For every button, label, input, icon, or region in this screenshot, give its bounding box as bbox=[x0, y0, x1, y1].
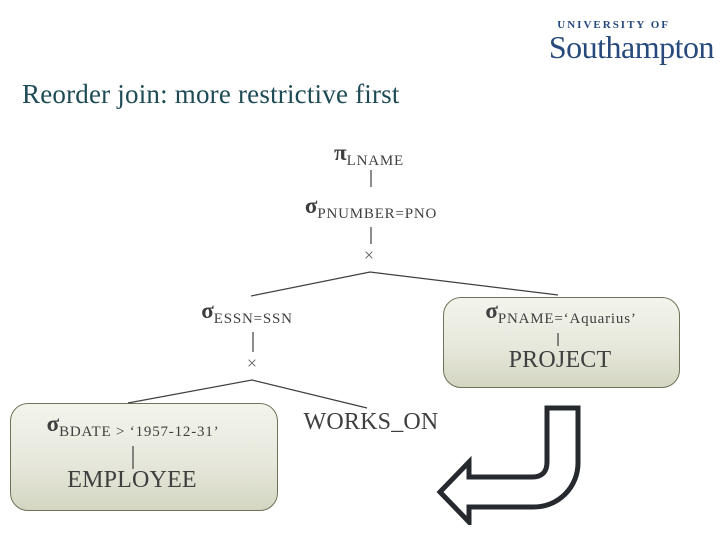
relation-employee: EMPLOYEE bbox=[67, 467, 197, 493]
sigma-operator: σ bbox=[201, 298, 214, 323]
relation-project: PROJECT bbox=[508, 347, 612, 373]
sigma-subscript: BDATE > ‘1957-12-31’ bbox=[59, 424, 220, 440]
sigma-subscript: PNUMBER=PNO bbox=[317, 206, 438, 222]
relation-works-on: WORKS_ON bbox=[303, 409, 439, 435]
bent-left-arrow-icon bbox=[436, 405, 581, 525]
highlight-box-project bbox=[443, 297, 680, 388]
logo-university-of-text: UNIVERSITY OF bbox=[557, 19, 670, 31]
node-select-essn: σESSN=SSN bbox=[201, 298, 293, 327]
pi-operator: π bbox=[334, 140, 347, 165]
node-select-pname: σPNAME=‘Aquarius’ bbox=[485, 298, 636, 327]
cross-product-symbol-bottom: × bbox=[246, 353, 258, 373]
node-select-bdate: σBDATE > ‘1957-12-31’ bbox=[46, 411, 220, 440]
node-projection-lname: πLNAME bbox=[334, 140, 404, 169]
cross-product-symbol-top: × bbox=[363, 245, 375, 265]
sigma-operator: σ bbox=[46, 411, 60, 436]
slide-title: Reorder join: more restrictive first bbox=[22, 79, 400, 109]
sigma-operator: σ bbox=[304, 193, 318, 218]
university-logo: UNIVERSITY OF Southampton bbox=[501, 20, 716, 65]
highlight-box-employee bbox=[10, 403, 278, 511]
sigma-operator: σ bbox=[485, 298, 498, 323]
pi-subscript: LNAME bbox=[346, 153, 404, 169]
logo-southampton-text: Southampton bbox=[548, 29, 715, 65]
node-select-pnumber: σPNUMBER=PNO bbox=[304, 193, 437, 222]
edge-cross-branches-top bbox=[250, 271, 559, 297]
sigma-subscript: ESSN=SSN bbox=[213, 311, 293, 327]
sigma-subscript: PNAME=‘Aquarius’ bbox=[497, 311, 637, 327]
